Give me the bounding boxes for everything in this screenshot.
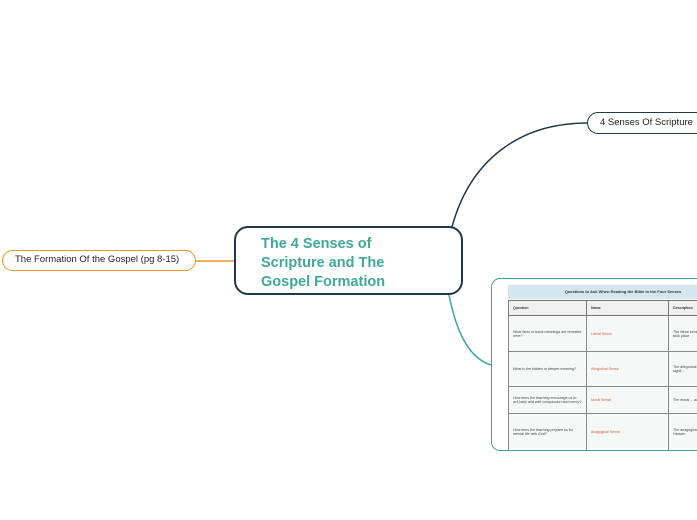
document-title: Questions to Ask When Reading the Bible … <box>508 285 697 299</box>
image-topic-card[interactable]: Questions to Ask When Reading the Bible … <box>491 278 697 451</box>
table-row: What facts or basic meanings are reveale… <box>508 315 697 352</box>
table-row: What is the hidden or deeper meaning? Al… <box>508 351 697 387</box>
row-question: What is the hidden or deeper meaning? <box>508 351 587 387</box>
table-row: How does the teaching encourage us to ac… <box>508 386 697 414</box>
connector-to-image-card <box>448 294 492 366</box>
row-question: What facts or basic meanings are reveale… <box>508 315 587 352</box>
row-name: Anagogical Sense <box>586 413 669 450</box>
header-name: Name <box>586 300 669 316</box>
header-description: Description <box>668 300 697 316</box>
row-name: Allegorical Sense <box>586 351 669 387</box>
row-name: Moral Sense <box>586 386 669 414</box>
topic-four-senses[interactable]: 4 Senses Of Scripture <box>587 112 697 134</box>
central-topic-title: The 4 Senses of Scripture and The Gospel… <box>261 236 386 290</box>
row-name: Literal Sense <box>586 315 669 352</box>
row-question: How does the teaching prepare us for ete… <box>508 413 587 450</box>
table-header-row: Question Name Description <box>508 300 697 316</box>
row-description: The allegorical ... deeper meaning ... s… <box>668 351 697 387</box>
row-description: The moral ... actions that ... <box>668 386 697 414</box>
central-topic-node[interactable]: The 4 Senses of Scripture and The Gospel… <box>234 226 463 295</box>
table-row: How does the teaching prepare us for ete… <box>508 413 697 450</box>
header-question: Question <box>508 300 587 316</box>
document-thumbnail: Questions to Ask When Reading the Bible … <box>508 284 697 450</box>
senses-table: Question Name Description What facts or … <box>508 300 697 450</box>
row-description: The literal sense ... such as people ...… <box>668 315 697 352</box>
row-description: The anagogical ... the age of ... in Hea… <box>668 413 697 450</box>
topic-formation-of-gospel[interactable]: The Formation Of the Gospel (pg 8-15) <box>2 250 196 271</box>
row-question: How does the teaching encourage us to ac… <box>508 386 587 414</box>
connector-to-senses-topic <box>451 122 588 228</box>
